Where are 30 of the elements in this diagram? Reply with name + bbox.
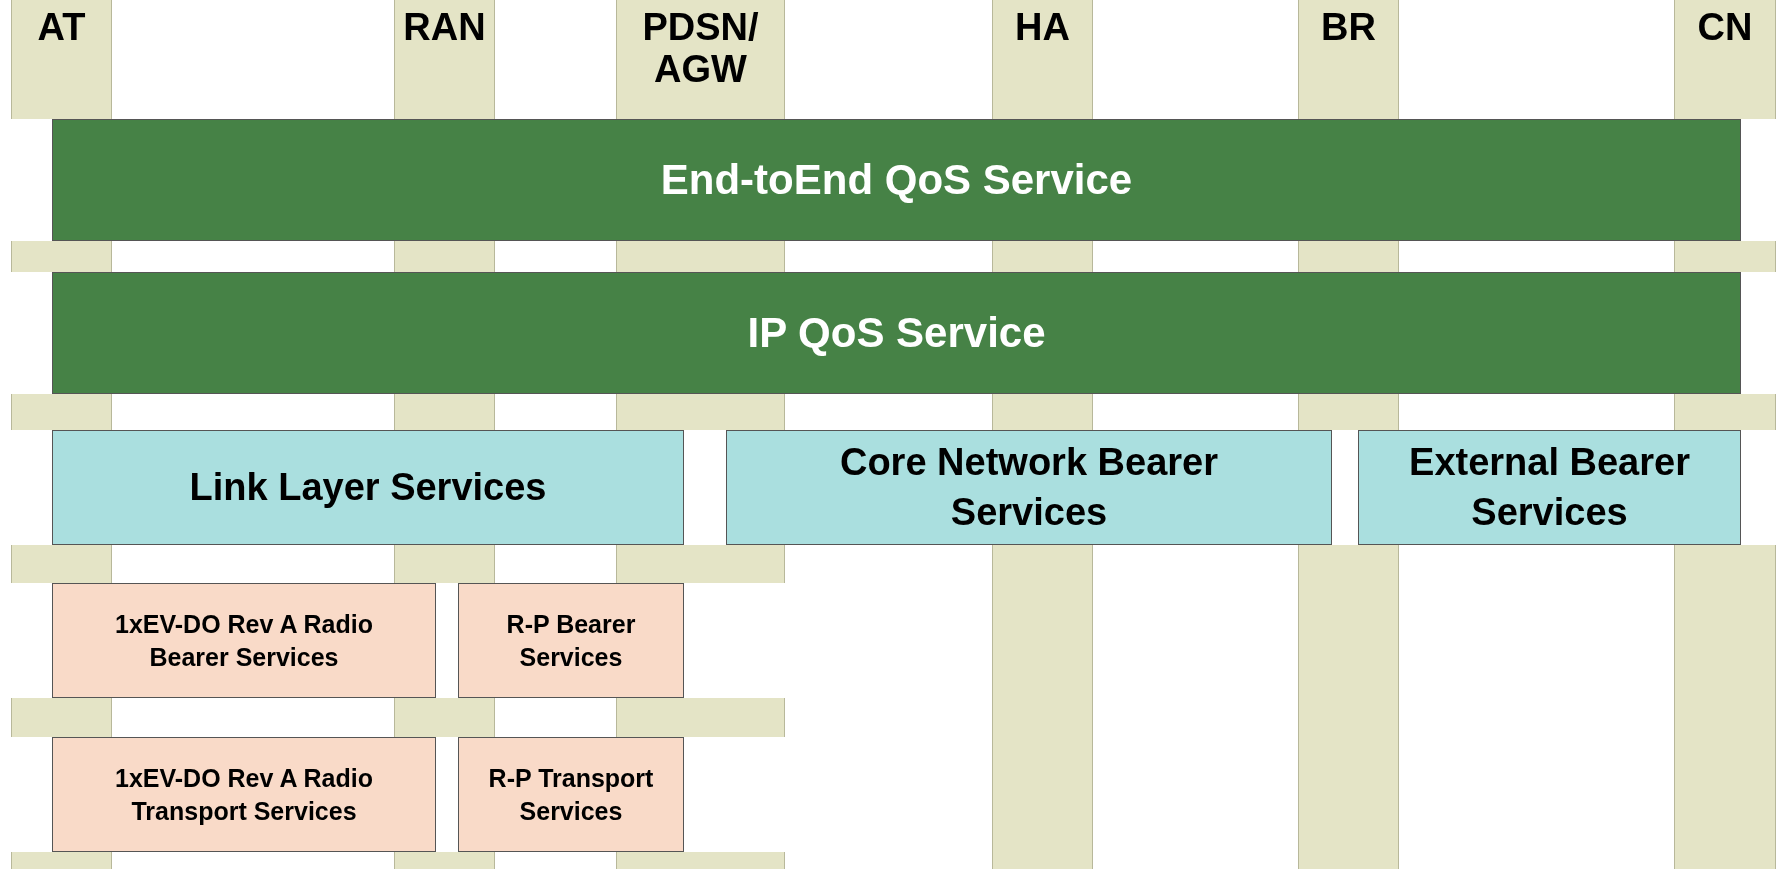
service-label: Core Network Bearer Services	[838, 440, 1219, 535]
service-label: External Bearer Services	[1408, 440, 1691, 535]
service-label: 1xEV-DO Rev A Radio Transport Services	[114, 763, 374, 827]
service-box	[52, 272, 1741, 394]
service-box	[458, 583, 684, 698]
service-box	[52, 583, 436, 698]
lane-header	[992, 0, 1093, 119]
lane-title: CN	[1696, 6, 1754, 48]
lane-title: RAN	[402, 6, 487, 48]
service-box	[52, 119, 1741, 241]
service-box	[458, 737, 684, 852]
lane-header	[1674, 0, 1776, 119]
service-label: 1xEV-DO Rev A Radio Bearer Services	[114, 609, 374, 673]
lane-title: BR	[1320, 6, 1377, 48]
service-label: IP QoS Service	[746, 307, 1047, 358]
lane-title: PDSN/ AGW	[641, 6, 760, 90]
lane-title: HA	[1014, 6, 1071, 48]
lane-title: AT	[36, 6, 87, 48]
lane-header	[616, 0, 785, 119]
service-box	[1358, 430, 1741, 545]
service-box	[52, 737, 436, 852]
service-label: R-P Bearer Services	[505, 609, 637, 673]
service-box	[52, 430, 684, 545]
lane-header	[1298, 0, 1399, 119]
service-label: Link Layer Services	[188, 464, 548, 510]
lane-header	[11, 0, 112, 119]
service-label: End-toEnd QoS Service	[659, 154, 1134, 205]
service-box	[726, 430, 1332, 545]
service-label: R-P Transport Services	[487, 763, 655, 827]
lane-header	[394, 0, 495, 119]
